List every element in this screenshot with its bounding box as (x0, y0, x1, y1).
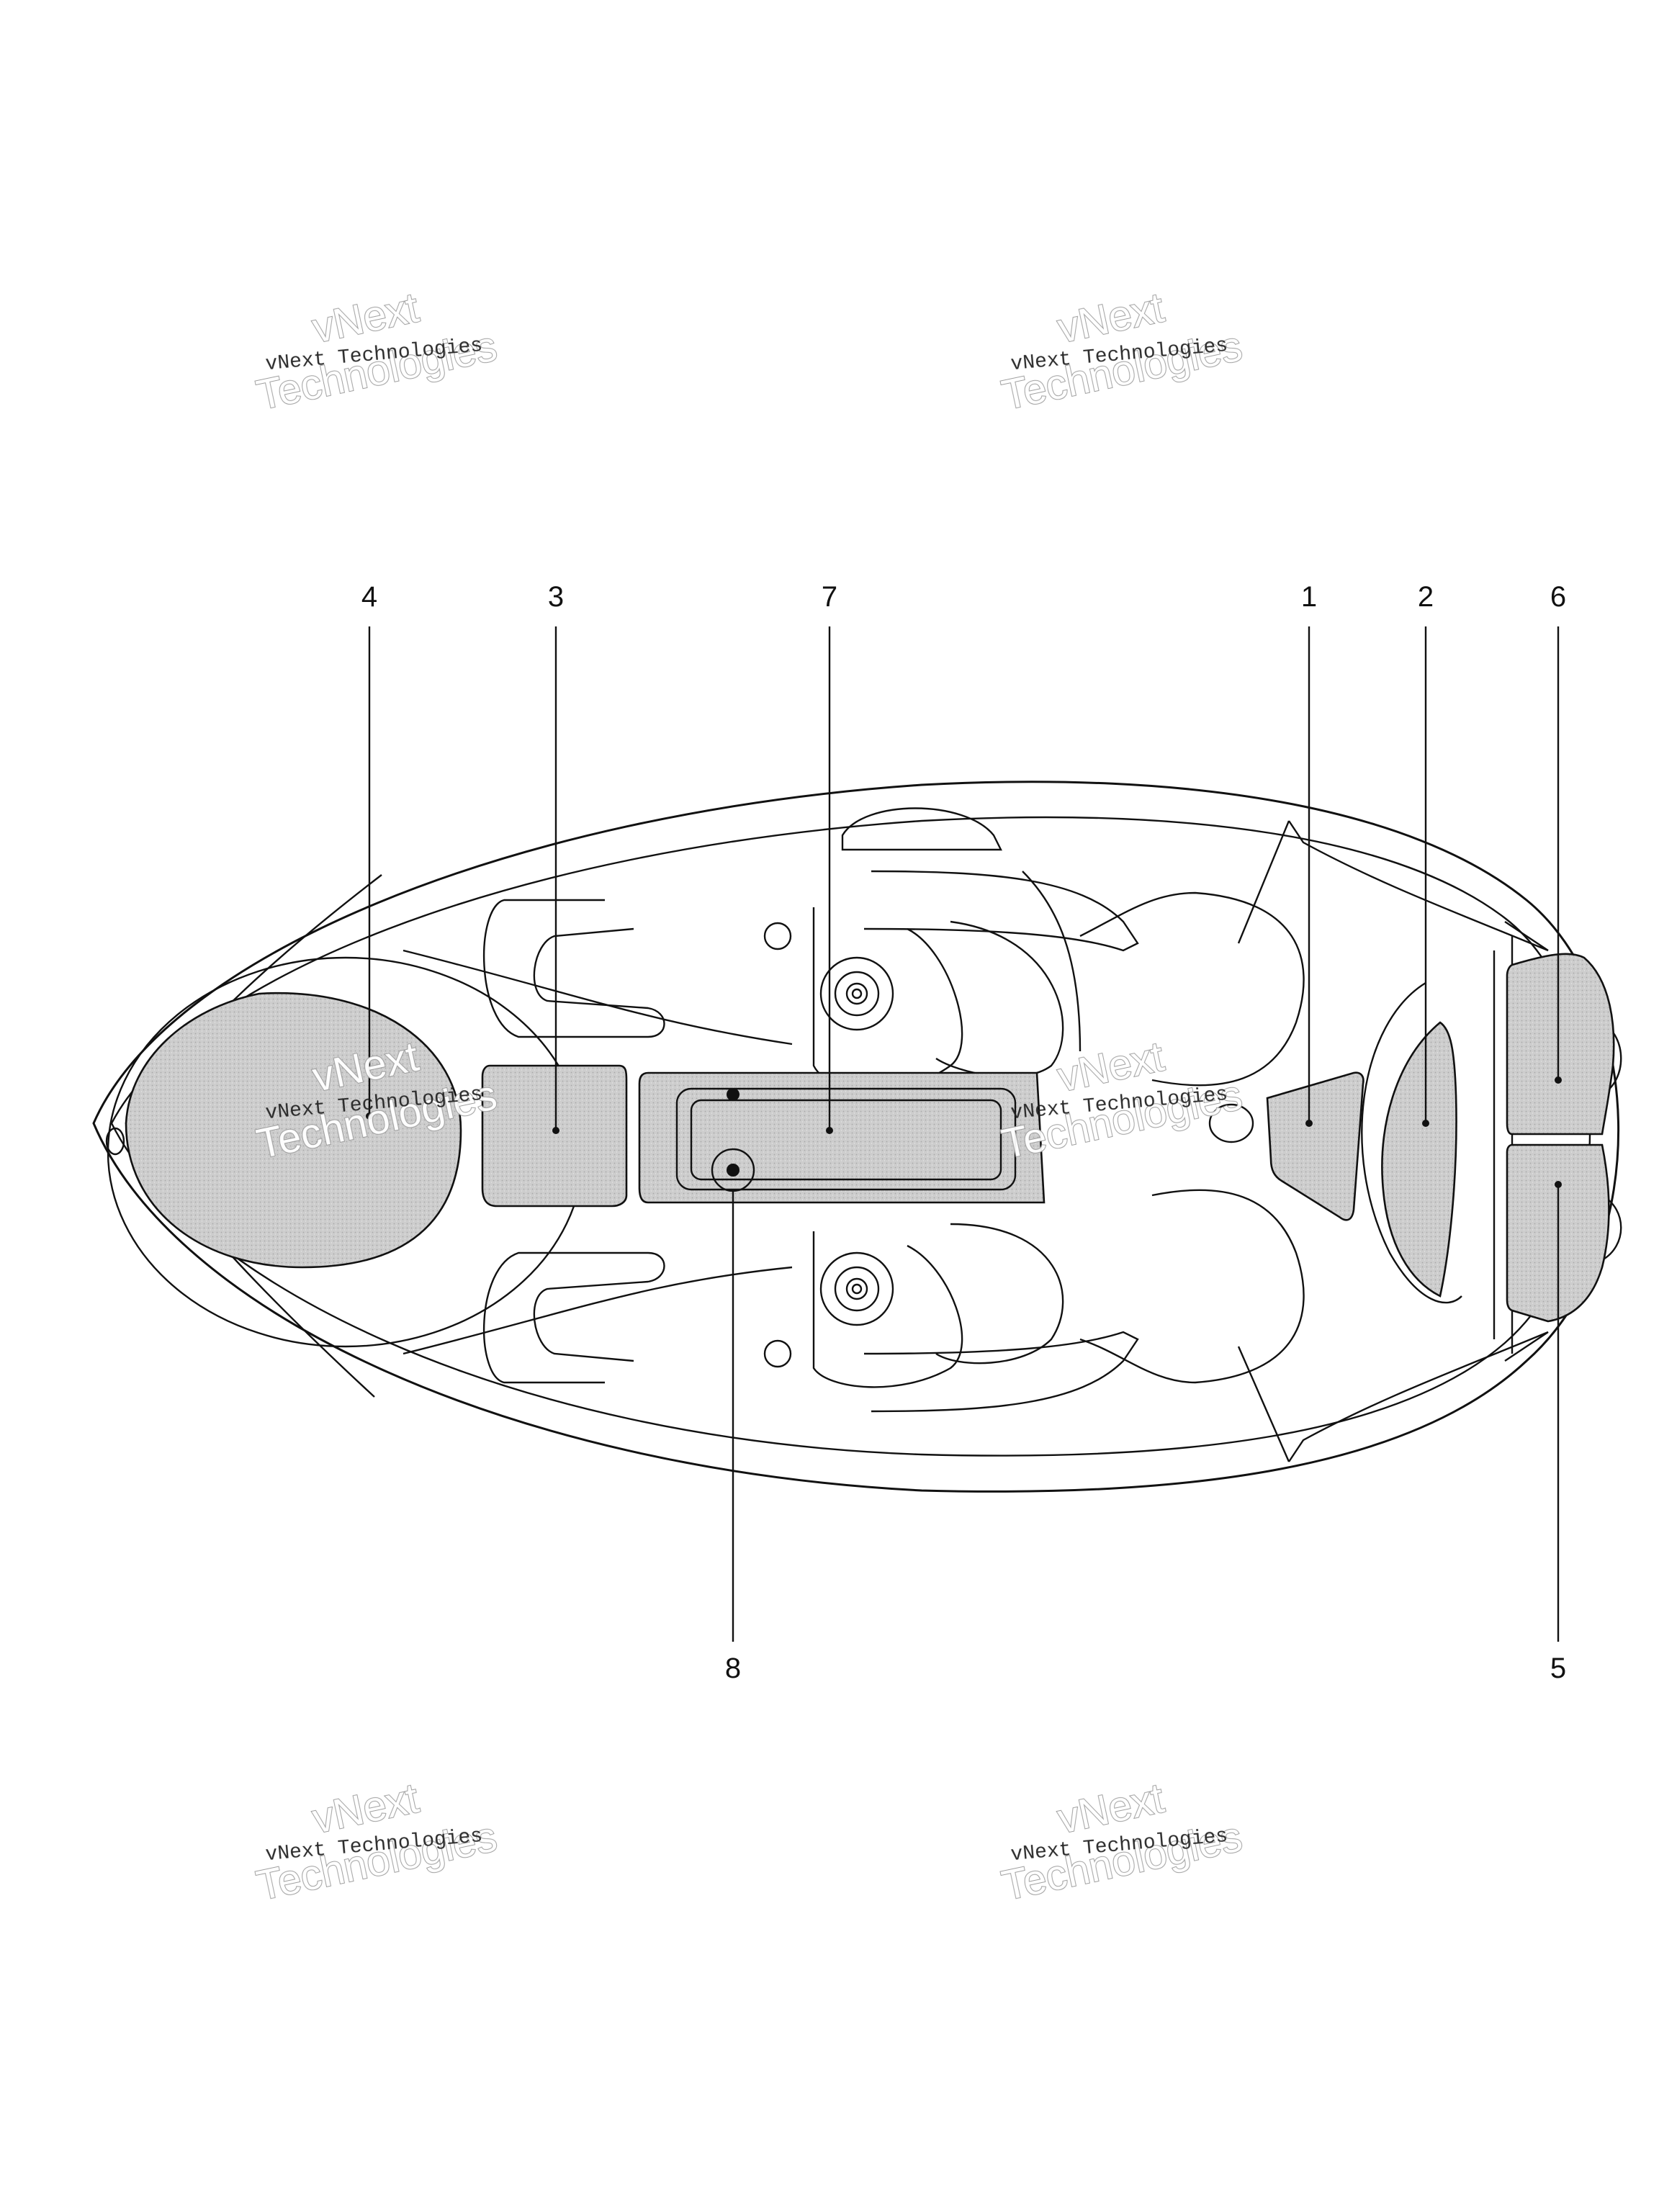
pad-3 (481, 1064, 628, 1208)
pad-7 (638, 1071, 1046, 1204)
fastener-dot-upper (727, 1088, 739, 1101)
callout-5: 5 (1550, 1653, 1566, 1684)
pad-2 (1381, 1021, 1457, 1298)
callout-3: 3 (548, 581, 564, 613)
callout-2: 2 (1418, 581, 1434, 613)
pad-1 (1266, 1071, 1364, 1221)
watermark-bottom-right: vNext Technologies vNext Technologies (997, 1774, 1247, 1911)
svg-text:vNext: vNext (1053, 284, 1168, 352)
callout-7: 7 (822, 581, 837, 613)
callout-8: 8 (725, 1653, 741, 1684)
watermark-bottom-left: vNext Technologies vNext Technologies (252, 1774, 502, 1911)
lower-seat (482, 1223, 1139, 1413)
upper-seat (482, 807, 1139, 1091)
fastener-dot-lower (727, 1164, 739, 1177)
pad-4 (125, 992, 462, 1269)
callout-4: 4 (361, 581, 377, 613)
watermark-top-left: vNext Technologies vNext Technologies (252, 284, 502, 421)
leader-lines (366, 626, 1562, 1642)
callout-1: 1 (1301, 581, 1317, 613)
callout-numbers: 4 3 7 1 2 6 8 5 (361, 581, 1566, 1684)
pad-6 (1506, 953, 1615, 1136)
watermark-top-right: vNext Technologies vNext Technologies (997, 284, 1247, 421)
callout-6: 6 (1550, 581, 1566, 613)
